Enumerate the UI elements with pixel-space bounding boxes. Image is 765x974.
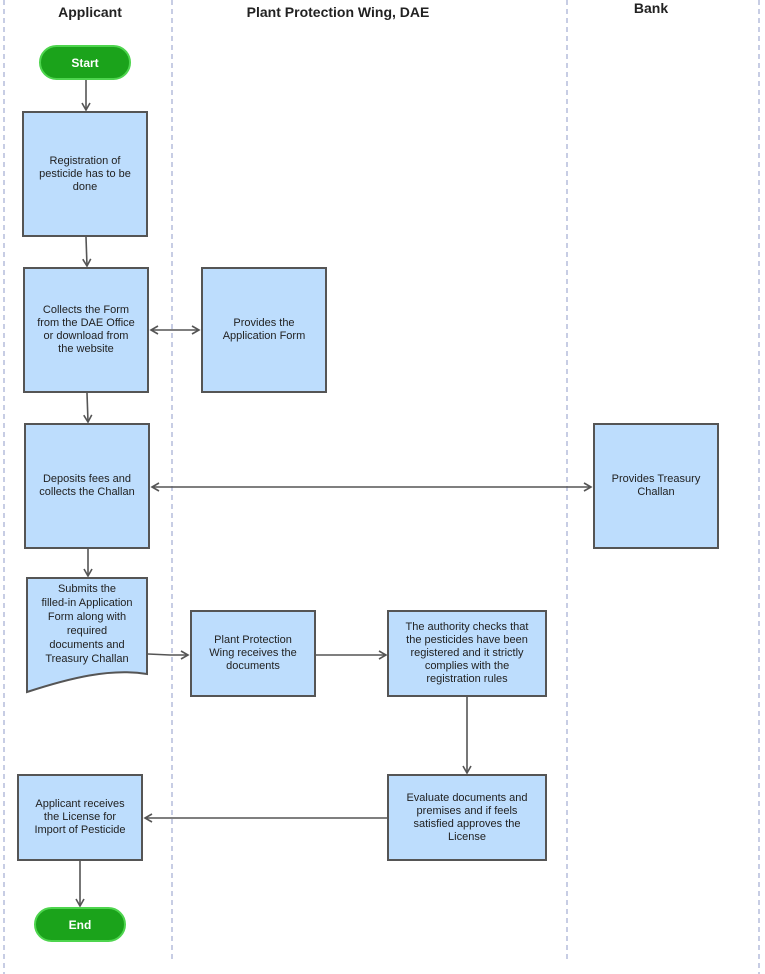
start-terminal: Start <box>39 45 131 80</box>
provides-form-step: Provides the Application Form <box>201 267 327 393</box>
authority-checks-step: The authority checks that the pesticides… <box>387 610 547 697</box>
authority-checks-label: The authority checks that the pesticides… <box>405 621 529 685</box>
start-label: Start <box>71 55 99 70</box>
ppw-receives-step: Plant Protection Wing receives the docum… <box>190 610 316 697</box>
end-terminal: End <box>34 907 126 942</box>
ppw-receives-label: Plant Protection Wing receives the docum… <box>209 634 297 672</box>
end-label: End <box>68 917 92 932</box>
registration-step: Registration of pesticide has to be done <box>22 111 148 237</box>
treasury-challan-label: Provides Treasury Challan <box>611 473 701 498</box>
arrow-collect-to-deposit <box>83 392 93 424</box>
lane-header-applicant: Applicant <box>58 4 122 20</box>
receives-license-step: Applicant receives the License for Impor… <box>17 774 143 861</box>
lane-header-bank: Bank <box>633 0 669 16</box>
deposit-fees-step: Deposits fees and collects the Challan <box>24 423 150 549</box>
lane-header-ppw: Plant Protection Wing, DAE <box>246 4 430 20</box>
collect-form-step: Collects the Form from the DAE Office or… <box>23 267 149 393</box>
submit-document-shape <box>26 577 148 694</box>
registration-label: Registration of pesticide has to be done <box>39 154 131 193</box>
arrow-registration-to-collect <box>82 236 92 268</box>
submit-form-label: Submits the filled-in Application Form a… <box>41 583 133 665</box>
collect-form-label: Collects the Form from the DAE Office or… <box>37 304 135 355</box>
treasury-challan-step: Provides Treasury Challan <box>593 423 719 549</box>
provides-form-label: Provides the Application Form <box>222 317 306 342</box>
evaluate-step: Evaluate documents and premises and if f… <box>387 774 547 861</box>
evaluate-label: Evaluate documents and premises and if f… <box>406 791 528 843</box>
arrow-submit-to-ppw <box>147 650 190 660</box>
receives-license-label: Applicant receives the License for Impor… <box>34 798 126 836</box>
deposit-fees-label: Deposits fees and collects the Challan <box>39 473 135 498</box>
